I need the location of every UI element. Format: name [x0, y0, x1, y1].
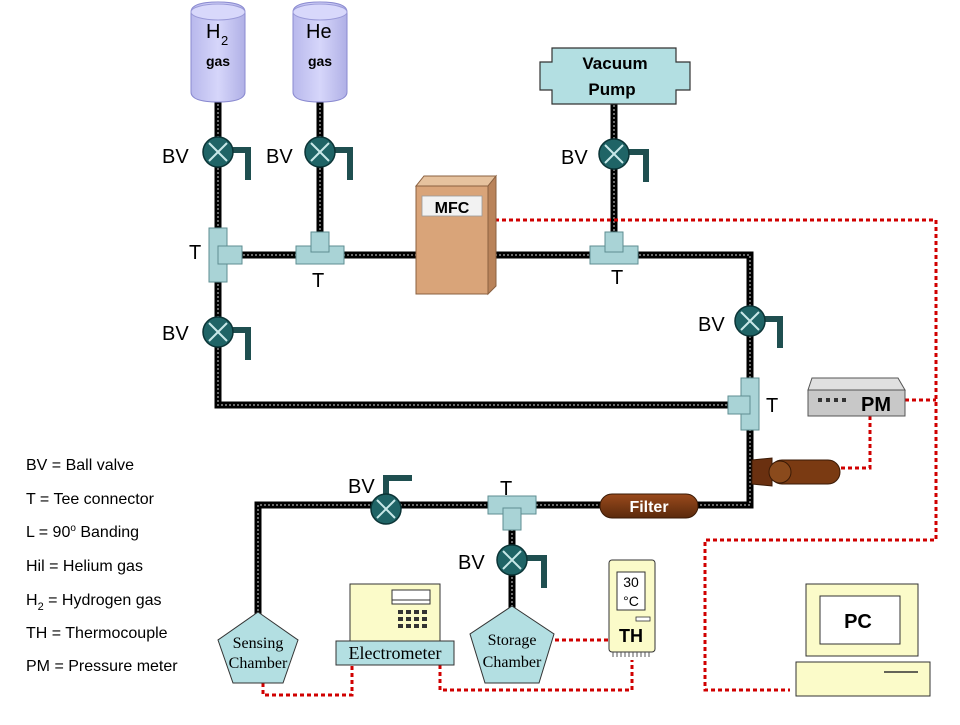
h2-formula: H: [206, 21, 220, 43]
tee-connector-vacuum: [589, 231, 639, 265]
he-formula: He: [306, 21, 332, 43]
ball-valve-he: [304, 136, 353, 180]
bv-label-storage: BV: [458, 552, 485, 574]
tee-label-left: T: [189, 242, 201, 264]
pressure-sensor-head: [751, 457, 841, 487]
tee-label-bottom: T: [500, 478, 512, 500]
mass-flow-controller: MFC: [414, 174, 498, 296]
tee-connector-bottom: [487, 495, 537, 531]
electrometer-label: Electrometer: [349, 643, 442, 663]
ball-valve-lower-left: [202, 316, 251, 360]
tee-connector-right: [727, 377, 760, 431]
bv-label-h2: BV: [162, 146, 189, 168]
component-labels: BV BV BV BV BV BV BV T T T T T: [162, 146, 778, 574]
signal-wires: [261, 218, 938, 697]
thermocouple: 30 °C TH: [608, 559, 656, 657]
storage-chamber-line2: Chamber: [483, 654, 542, 671]
thermocouple-unit: °C: [623, 593, 639, 609]
vacuum-pump: Vacuum Pump: [539, 47, 691, 105]
electrometer: Electrometer: [335, 583, 455, 666]
sensing-chamber-line1: Sensing: [233, 635, 284, 652]
legend-item: H2 = Hydrogen gas: [26, 592, 162, 613]
h2-subscript: 2: [221, 33, 228, 48]
ball-valve-vacuum: [598, 138, 649, 182]
pressure-meter: PM: [807, 377, 906, 417]
tee-label-right: T: [766, 395, 778, 417]
tee-label-he: T: [312, 270, 324, 292]
thermocouple-label: TH: [619, 626, 643, 646]
legend-item: BV = Ball valve: [26, 457, 134, 474]
pc-label: PC: [844, 611, 872, 633]
h2-gas-label: gas: [206, 53, 230, 69]
bv-label-right: BV: [698, 314, 725, 336]
filter: Filter: [599, 493, 699, 519]
he-gas-label: gas: [308, 53, 332, 69]
he-gas-cylinder: He gas: [292, 1, 348, 103]
legend-item: TH = Thermocouple: [26, 625, 168, 642]
sensing-chamber: Sensing Chamber: [217, 611, 299, 684]
bv-label-he: BV: [266, 146, 293, 168]
legend-item: Hil = Helium gas: [26, 558, 143, 575]
tee-label-vacuum: T: [611, 267, 623, 289]
sensing-chamber-line2: Chamber: [229, 655, 288, 672]
thermocouple-reading: 30: [623, 574, 639, 590]
pm-label: PM: [861, 394, 891, 416]
legend-item: L = 90o Banding: [26, 523, 139, 541]
h2-gas-cylinder: H 2 gas: [190, 1, 246, 103]
bv-label-vacuum: BV: [561, 147, 588, 169]
ball-valve-right: [734, 305, 783, 348]
ball-valve-h2: [202, 136, 251, 180]
tee-connector-he: [295, 231, 345, 265]
bv-label-lower-left: BV: [162, 323, 189, 345]
legend-item: PM = Pressure meter: [26, 658, 178, 675]
ball-valve-sensing: [370, 475, 412, 525]
filter-label: Filter: [629, 499, 668, 516]
computer: PC: [795, 583, 931, 697]
vacuum-pump-label-line2: Pump: [588, 80, 635, 99]
ball-valve-storage: [496, 544, 547, 588]
vacuum-pump-label-line1: Vacuum: [582, 54, 647, 73]
tee-connector-left: [208, 227, 243, 283]
legend: BV = Ball valve T = Tee connector L = 90…: [26, 457, 178, 675]
bv-label-sensing: BV: [348, 476, 375, 498]
storage-chamber: Storage Chamber: [469, 605, 555, 684]
mfc-label: MFC: [435, 200, 470, 217]
storage-chamber-line1: Storage: [488, 632, 537, 649]
legend-item: T = Tee connector: [26, 491, 155, 508]
